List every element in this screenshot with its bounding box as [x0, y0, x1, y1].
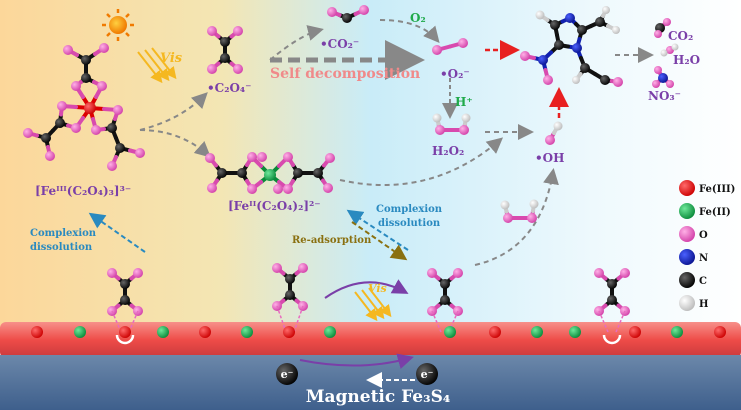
no3-product-label: NO₃⁻	[648, 89, 681, 103]
c2o4-radical-molecule	[207, 26, 243, 74]
electron-2: e⁻	[416, 363, 438, 385]
legend-label: Fe(III)	[699, 184, 735, 195]
vis-rays-surface	[354, 287, 392, 322]
molecules	[23, 5, 726, 345]
oh-radical-label: •OH	[535, 151, 564, 165]
legend-label: Fe(II)	[699, 207, 731, 218]
fe2-surface-atom	[324, 326, 336, 338]
arrow-cycle-top	[324, 279, 409, 299]
fe2-surface-atom	[569, 326, 581, 338]
arrow-fe2-to-h2o2	[339, 137, 504, 186]
legend-label: O	[699, 230, 708, 241]
electron-1-label: e⁻	[281, 368, 294, 381]
fe3-surface-atom	[629, 326, 641, 338]
atom-legend: Fe(III) Fe(II) O N C H	[679, 180, 735, 311]
co2-radical-label: •CO₂⁻	[320, 37, 359, 51]
fe2-surface-atom	[157, 326, 169, 338]
co2-product-label: CO₂	[668, 29, 693, 43]
fe3s4-surface	[0, 322, 741, 358]
electron-1: e⁻	[276, 363, 298, 385]
reaction-arrows	[88, 19, 654, 388]
self-decomposition-label: Self decomposition	[270, 66, 420, 82]
legend-swatch	[679, 203, 695, 219]
h-plus-label: H⁺	[455, 95, 473, 109]
fe3-surface-atom	[199, 326, 211, 338]
arrow-to-fe2-complex	[139, 129, 211, 158]
arrow-electron-transfer	[299, 353, 414, 369]
o2-radical-label: •O₂⁻	[440, 67, 470, 81]
fe2-surface-atom	[444, 326, 456, 338]
fe3-surface-atom	[714, 326, 726, 338]
fe2-oxalate-complex	[205, 152, 335, 194]
substrate-label: Magnetic Fe₃S₄	[306, 387, 451, 407]
arrow-complexion-dissolution-mid	[346, 209, 409, 251]
arrow-complexion-dissolution-left	[88, 212, 146, 253]
complexion-dissolution-left-line2: dissolution	[30, 242, 93, 253]
arrow-to-co2-radical	[269, 25, 324, 61]
legend-item-n: N	[679, 249, 708, 265]
co2-radical-molecule	[327, 5, 369, 23]
c2o4-radical-label: •C₂O₄⁻	[207, 81, 252, 95]
arrow-re-adsorption	[351, 221, 408, 261]
pollutant-molecule	[520, 6, 623, 87]
h2o-product-molecule	[660, 43, 679, 57]
vis-label-top: Vis	[160, 51, 183, 66]
fe2-surface-atom	[241, 326, 253, 338]
complexion-dissolution-mid-line2: dissolution	[378, 218, 441, 229]
no3-product-molecule	[652, 66, 674, 88]
legend-item-o: O	[679, 226, 708, 242]
co2-product-molecule	[654, 18, 671, 38]
complexion-dissolution-left-line1: Complexion	[30, 228, 97, 239]
complexion-dissolution-mid-line1: Complexion	[376, 204, 443, 215]
fe3-surface-atom	[489, 326, 501, 338]
legend-swatch	[679, 226, 695, 242]
vis-rays-top	[137, 47, 177, 84]
fe2-surface-atom	[531, 326, 543, 338]
o2-label: O₂	[410, 11, 426, 25]
legend-label: N	[699, 253, 708, 264]
vacancy-marker	[115, 334, 135, 345]
fe2-surface-atom	[671, 326, 683, 338]
o2-radical-molecule	[432, 38, 468, 55]
legend-swatch	[679, 295, 695, 311]
oh-radical-molecule	[545, 121, 563, 145]
electron-2-label: e⁻	[421, 368, 434, 381]
fe3-complex-label: [Feᴵᴵᴵ(C₂O₄)₃]³⁻	[35, 184, 131, 198]
arrow-to-c2o4-radical	[139, 92, 208, 131]
legend-item-feiii: Fe(III)	[679, 180, 735, 196]
legend-swatch	[679, 249, 695, 265]
fe3-oxalate-complex	[23, 43, 145, 171]
legend-item-feii: Fe(II)	[679, 203, 731, 219]
h2o2-molecule-lower	[500, 199, 539, 223]
fe3-surface-atom	[283, 326, 295, 338]
fe3-surface-atom	[119, 326, 131, 338]
h2o2-label: H₂O₂	[432, 144, 464, 158]
fe2-complex-label: [Feᴵᴵ(C₂O₄)₂]²⁻	[228, 199, 321, 213]
surface-oxalate-center-left	[272, 263, 308, 333]
surface-oxalate-right	[594, 268, 630, 333]
h2o-product-label: H₂O	[673, 53, 700, 67]
legend-item-h: H	[679, 295, 708, 311]
re-adsorption-label: Re-adsorption	[292, 235, 372, 246]
arrow-surface-to-oh	[474, 168, 559, 266]
legend-swatch	[679, 272, 695, 288]
legend-label: C	[699, 276, 707, 287]
fe2-surface-atom	[74, 326, 86, 338]
fe3-surface-atom	[31, 326, 43, 338]
legend-label: H	[699, 299, 708, 310]
surface-oxalate-left	[107, 268, 143, 333]
legend-swatch	[679, 180, 695, 196]
sun-icon	[102, 9, 134, 41]
h2o2-molecule	[432, 113, 471, 135]
legend-item-c: C	[679, 272, 707, 288]
surface-oxalate-center-right	[427, 268, 463, 333]
surface-fe-atoms	[31, 326, 726, 345]
arrow-o2	[379, 19, 440, 44]
vis-label-surface: Vis	[368, 282, 387, 295]
vacancy-marker	[602, 334, 622, 345]
